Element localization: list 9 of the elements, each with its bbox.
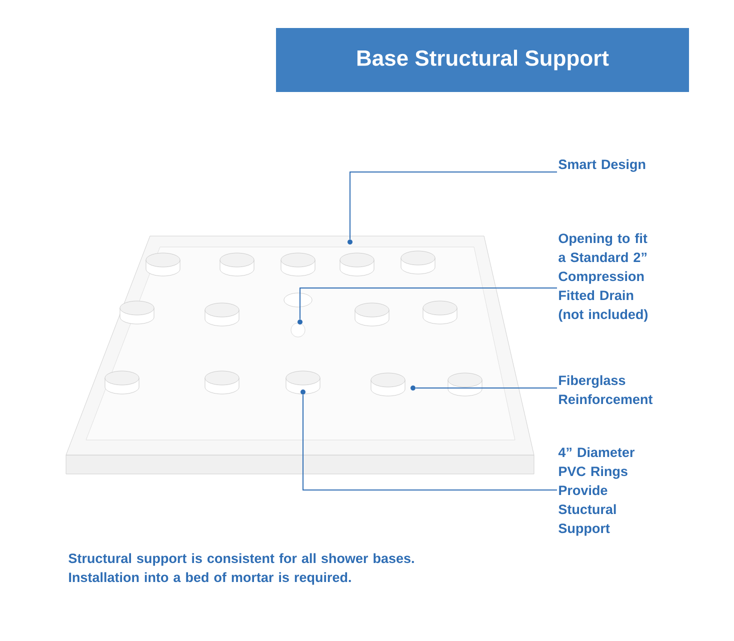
leader-line [302,394,558,490]
callout-text: 4” Diameter PVC Rings Provide Stuctural Support [558,447,635,536]
callout-text: Smart Design [558,159,646,172]
leader-line [350,172,558,240]
callout-text: Opening to fit a Standard 2” Compression Fitted Drain (not included) [558,233,648,322]
callout-text: Fiberglass Reinforcement [559,375,653,404]
title-banner: Base Structural Support [276,28,689,92]
note-text: Structural support is consistent for all shower bases. Installation into a bed of mortar is required. [68,553,414,585]
leader-line [300,288,558,320]
